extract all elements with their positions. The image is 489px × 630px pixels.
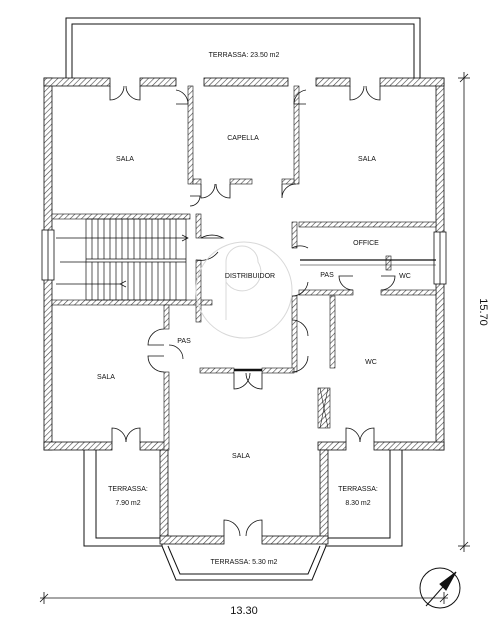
north-arrow-icon [419, 567, 461, 609]
terrace-southwest-name: TERRASSA: [108, 486, 148, 493]
dimension-width-label: 13.30 [230, 605, 258, 617]
doors [109, 85, 396, 537]
terrace-north [65, 17, 421, 78]
room-capella-label: CAPELLA [227, 135, 259, 142]
room-pas-west-label: PAS [177, 338, 191, 345]
terrace-south [161, 545, 327, 581]
watermark-logo [195, 241, 293, 339]
room-pas-east-label: PAS [320, 272, 334, 279]
exterior-walls [43, 77, 445, 545]
room-wc-small-label: WC [399, 273, 411, 280]
room-sala-west-label: SALA [97, 374, 115, 381]
room-sala-south-label: SALA [232, 453, 250, 460]
room-sala-nw-label: SALA [116, 156, 134, 163]
room-distribuidor-label: DISTRIBUIDOR [225, 273, 275, 280]
dimension-lines [39, 72, 470, 604]
room-sala-ne-label: SALA [358, 156, 376, 163]
interior-walls [51, 85, 437, 451]
staircase [56, 218, 189, 301]
terrace-south-label: TERRASSA: 5.30 m2 [211, 559, 278, 566]
terrace-southeast [325, 447, 403, 547]
terrace-southwest-area: 7.90 m2 [115, 500, 140, 507]
terrace-southeast-name: TERRASSA: [338, 486, 378, 493]
room-office-label: OFFICE [353, 240, 379, 247]
dimension-height-label: 15.70 [477, 298, 489, 326]
terrace-north-label: TERRASSA: 23.50 m2 [209, 52, 280, 59]
room-wc-large-label: WC [365, 359, 377, 366]
windows [41, 229, 447, 285]
terrace-southeast-area: 8.30 m2 [345, 500, 370, 507]
terrace-southwest [83, 447, 163, 547]
